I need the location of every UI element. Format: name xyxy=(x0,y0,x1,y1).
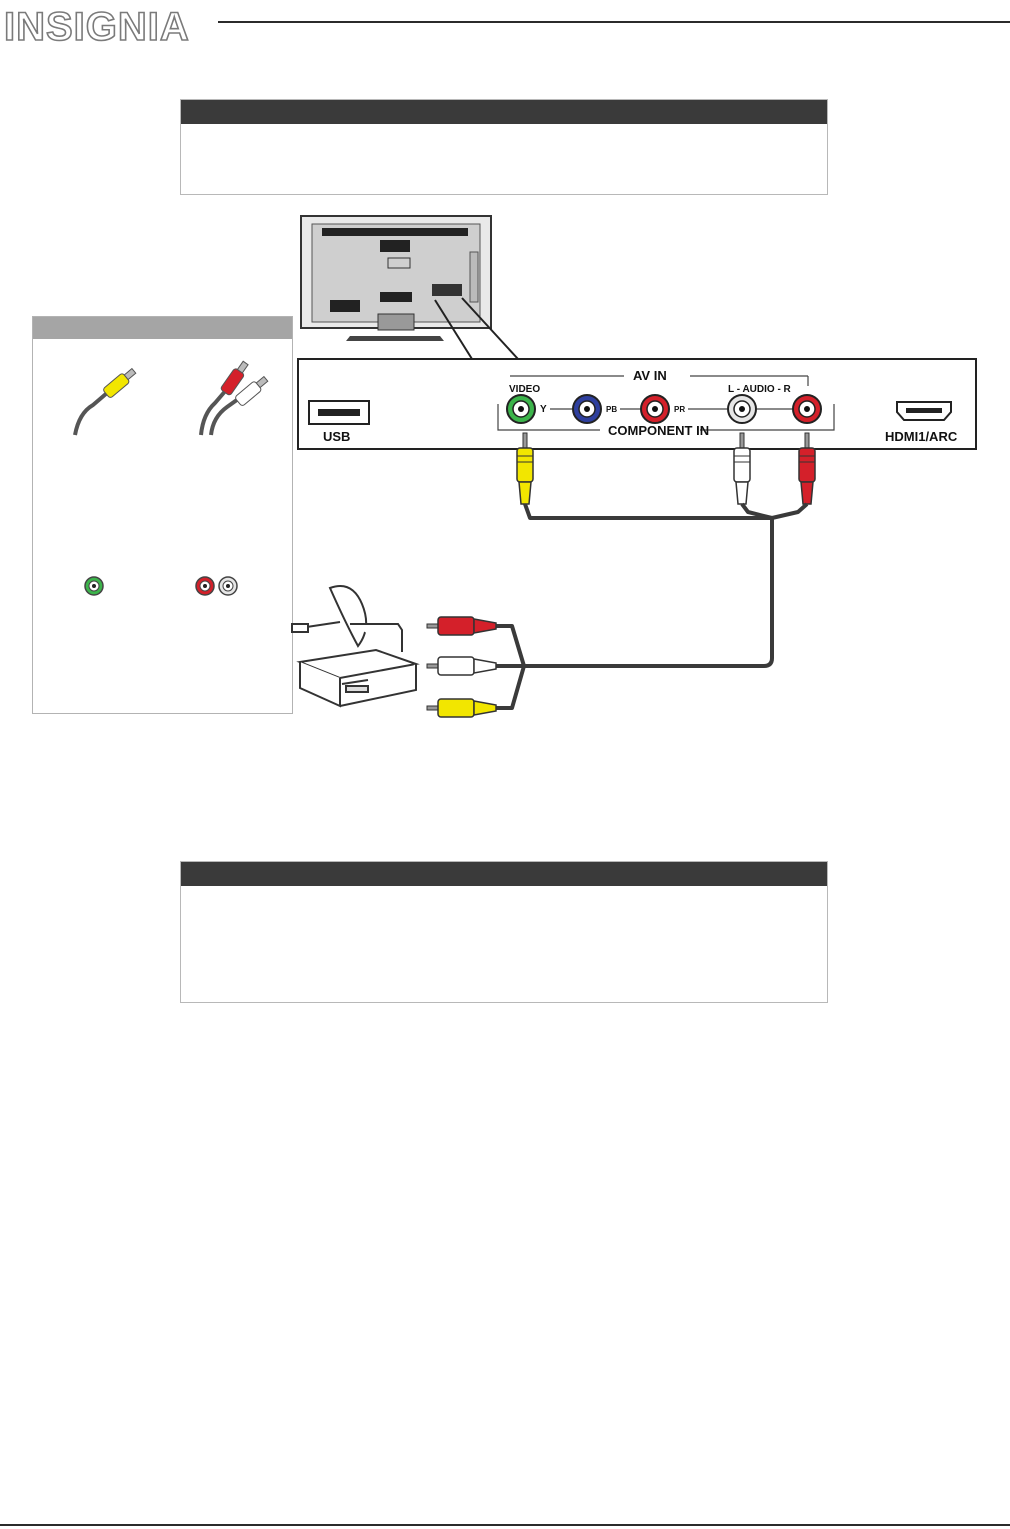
yellow-video-cable-icon xyxy=(73,367,137,436)
note-top-title xyxy=(181,100,827,124)
y-label: Y xyxy=(540,404,547,415)
footer-rule xyxy=(0,1524,1010,1526)
red-audio-plug xyxy=(798,432,816,505)
yellow-video-plug xyxy=(516,432,534,505)
cable-legend xyxy=(32,316,293,714)
tv-back-illustration xyxy=(300,215,492,341)
video-y-jack xyxy=(506,394,536,424)
satellite-receiver-illustration xyxy=(291,585,420,708)
note-box-bottom xyxy=(180,861,828,1003)
usb-label: USB xyxy=(323,429,350,444)
white-audio-plug xyxy=(733,432,751,505)
white-source-plug xyxy=(426,656,497,676)
connection-diagram: USB AV IN VIDEO L - AUDIO - R COMPONENT … xyxy=(291,215,977,718)
usb-port xyxy=(308,400,370,425)
video-label: VIDEO xyxy=(509,384,540,395)
audio-left-jack xyxy=(727,394,757,424)
insignia-logo: INSIGNIA xyxy=(4,4,190,46)
pr-label: PR xyxy=(674,405,685,414)
red-white-audio-cable-icon xyxy=(199,360,269,436)
connector-panel: USB AV IN VIDEO L - AUDIO - R COMPONENT … xyxy=(297,358,977,450)
legend-title xyxy=(33,317,292,339)
audio-label: L - AUDIO - R xyxy=(728,384,792,395)
audio-right-jack xyxy=(792,394,822,424)
pr-jack xyxy=(640,394,670,424)
av-in-label: AV IN xyxy=(633,368,667,383)
header-rule xyxy=(218,21,1010,23)
note-box-top xyxy=(180,99,828,195)
note-bottom-title xyxy=(181,862,827,886)
yellow-source-plug xyxy=(426,698,497,718)
hdmi-port xyxy=(896,401,952,421)
pb-label: PB xyxy=(606,405,617,414)
component-in-label: COMPONENT IN xyxy=(608,423,709,438)
green-video-jack-icon xyxy=(84,576,104,596)
svg-text:INSIGNIA: INSIGNIA xyxy=(4,5,190,46)
av-cable xyxy=(496,502,809,710)
red-source-plug xyxy=(426,616,497,636)
pb-jack xyxy=(572,394,602,424)
hdmi-label: HDMI1/ARC xyxy=(885,429,958,444)
red-white-audio-jacks-icon xyxy=(195,576,238,596)
